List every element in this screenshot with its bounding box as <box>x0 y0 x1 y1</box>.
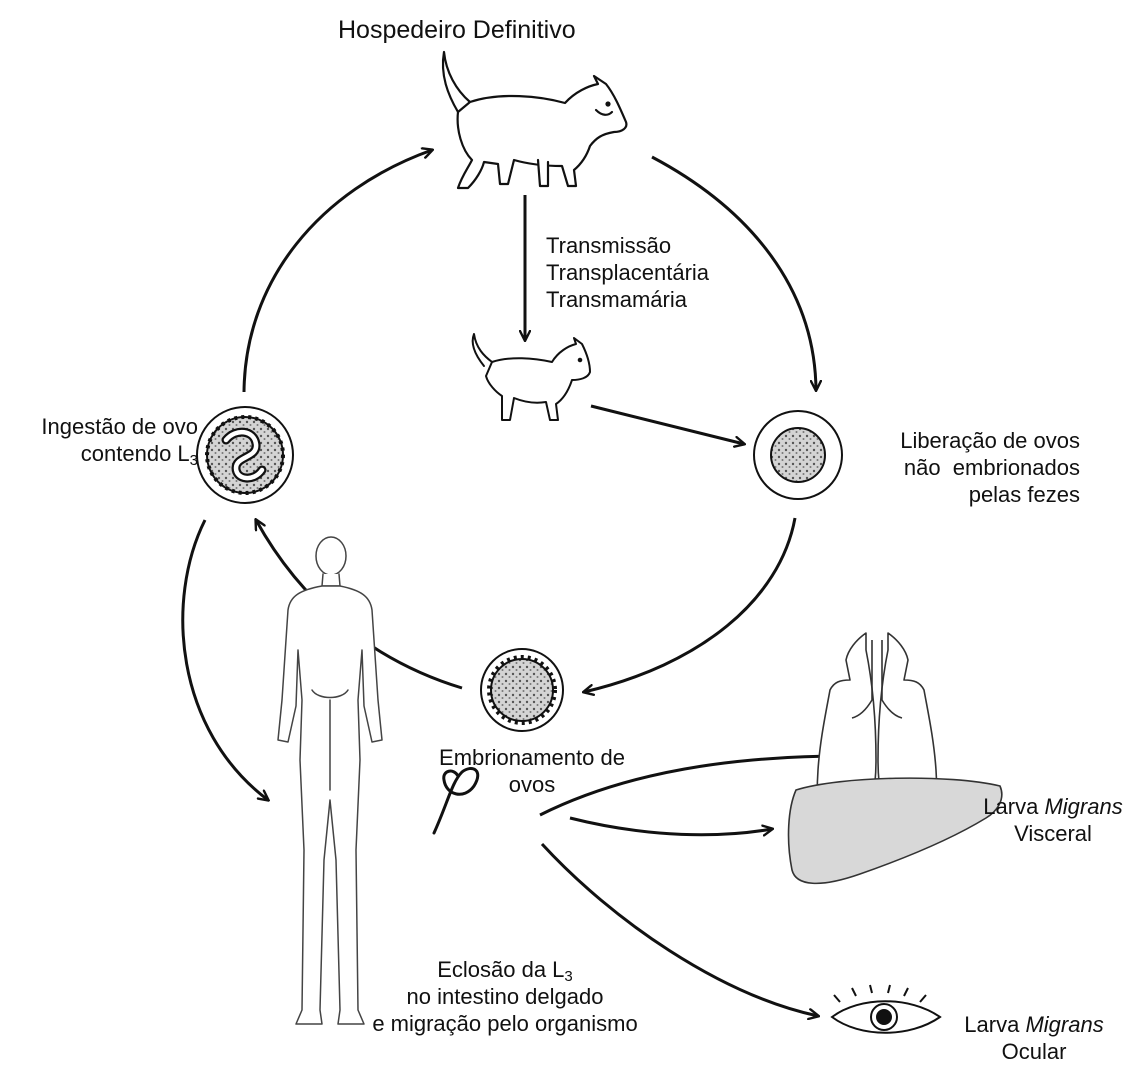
embryonation-line-1: Embrionamento de <box>412 744 652 771</box>
transmission-line-3: Transmamária <box>546 286 709 313</box>
ocular-line-1: Larva Migrans <box>934 1011 1134 1038</box>
arrow-ingestion-to-dog <box>244 150 432 392</box>
adult-dog <box>443 52 626 188</box>
arrow-ingestion-to-human <box>183 520 268 800</box>
arrow-larva-to-liver <box>570 818 772 835</box>
eye <box>832 985 940 1033</box>
hatching-line-1-text: Eclosão da L <box>437 957 564 982</box>
ingestion-subscript: 3 <box>190 452 198 469</box>
transmission-line-2: Transplacentária <box>546 259 709 286</box>
embryonating-egg <box>481 649 563 731</box>
ocular-line-2: Ocular <box>934 1038 1134 1065</box>
hatching-line-1: Eclosão da L3 <box>330 956 680 983</box>
human-figure <box>278 537 382 1024</box>
puppy <box>473 334 590 420</box>
ingestion-line-2-text: contendo L <box>81 441 190 466</box>
release-line-1: Liberação de ovos <box>850 427 1080 454</box>
embryonation-label: Embrionamento de ovos <box>412 744 652 798</box>
definitive-host-title: Hospedeiro Definitivo <box>338 17 576 44</box>
ingestion-label: Ingestão de ovo contendo L3 <box>8 413 198 467</box>
visceral-label: Larva Migrans Visceral <box>960 793 1146 847</box>
transmission-label: Transmissão Transplacentária Transmamári… <box>546 232 709 313</box>
transmission-line-1: Transmissão <box>546 232 709 259</box>
visceral-italic: Migrans <box>1044 794 1122 819</box>
release-line-3: pelas fezes <box>850 481 1080 508</box>
visceral-prefix: Larva <box>983 794 1044 819</box>
ocular-label: Larva Migrans Ocular <box>934 1011 1134 1065</box>
arrow-release-to-embryonation <box>584 518 795 692</box>
ingestion-line-2: contendo L3 <box>8 440 198 467</box>
ingestion-line-1: Ingestão de ovo <box>8 413 198 440</box>
hatching-label: Eclosão da L3 no intestino delgado e mig… <box>330 956 680 1037</box>
unembryonated-egg <box>754 411 842 499</box>
hatching-line-3: e migração pelo organismo <box>330 1010 680 1037</box>
visceral-line-1: Larva Migrans <box>960 793 1146 820</box>
egg-with-larva <box>197 407 293 503</box>
hatching-line-2: no intestino delgado <box>330 983 680 1010</box>
arrow-puppy-to-release <box>591 406 744 444</box>
embryonation-line-2: ovos <box>412 771 652 798</box>
release-line-2: não embrionados <box>850 454 1080 481</box>
ocular-italic: Migrans <box>1025 1012 1103 1037</box>
ocular-prefix: Larva <box>964 1012 1025 1037</box>
visceral-line-2: Visceral <box>960 820 1146 847</box>
release-label: Liberação de ovos não embrionados pelas … <box>850 427 1080 508</box>
